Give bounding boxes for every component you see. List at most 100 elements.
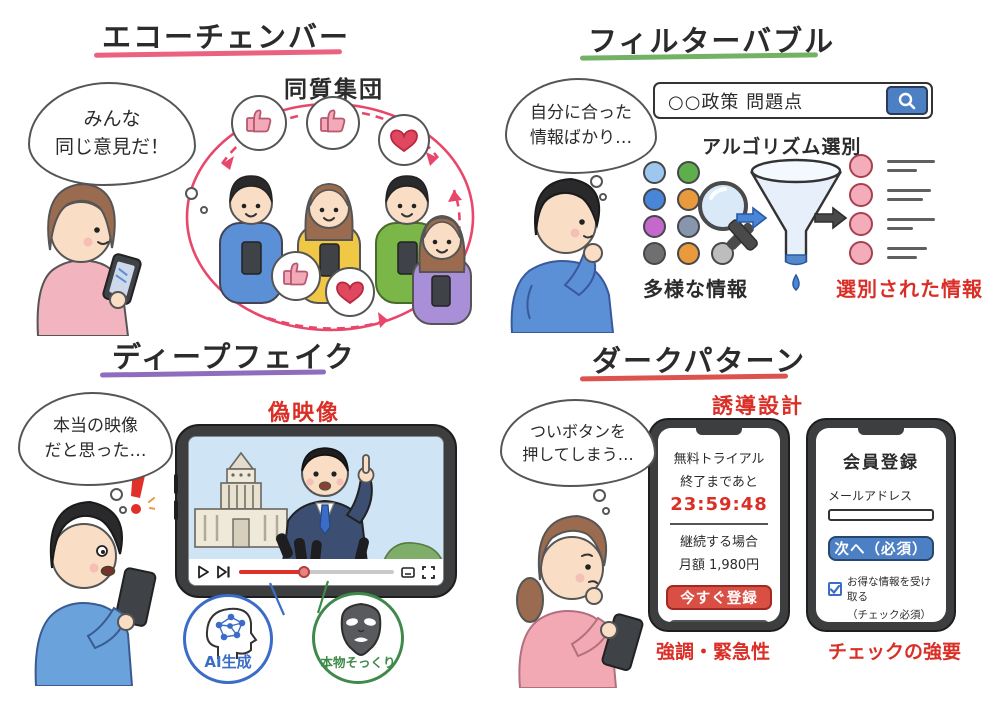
- text-line: [887, 255, 917, 259]
- video-controls: [189, 559, 443, 585]
- bush: [383, 542, 443, 563]
- result-row: [849, 180, 935, 209]
- urgency-caption: 強調・緊急性: [656, 641, 771, 663]
- thought-line: 自分に合った: [530, 103, 632, 124]
- checkbox-label: お得な情報を受け取る: [847, 576, 931, 603]
- signup-heading: 会員登録: [843, 453, 919, 473]
- trial-screen: 無料トライアル 終了まであと 23:59:48 継続する場合 月額 1,980円…: [658, 428, 780, 622]
- trial-phone: 無料トライアル 終了まであと 23:59:48 継続する場合 月額 1,980円…: [648, 418, 790, 632]
- text-line: [887, 159, 935, 163]
- droplet-icon: [792, 273, 800, 291]
- thumbs-up-icon: [246, 109, 272, 133]
- search-bar[interactable]: ○○政策 問題点: [653, 82, 933, 119]
- thought-line: だと思った…: [44, 441, 147, 461]
- preticked-checkbox[interactable]: [828, 582, 842, 596]
- echo-chamber-diagram: [185, 95, 475, 332]
- arrow-right-blue-icon: [736, 206, 768, 230]
- email-field[interactable]: [828, 509, 934, 521]
- play-icon[interactable]: [197, 565, 210, 579]
- next-track-icon[interactable]: [217, 565, 232, 579]
- check-icon: [830, 584, 840, 594]
- video-progress-bar[interactable]: [239, 566, 394, 578]
- video-phone: [174, 424, 457, 598]
- info-dot: [677, 161, 700, 184]
- selected-info-dot: [849, 211, 873, 236]
- dark-pattern-title: ダークパターン: [592, 344, 807, 378]
- info-dot: [677, 215, 700, 238]
- info-dot: [711, 242, 734, 265]
- echo-thought-bubble: みんな 同じ意見だ！: [28, 82, 208, 214]
- group-member-blue: [219, 175, 283, 304]
- phone-notch: [858, 426, 904, 435]
- fake-video-label: 偽映像: [268, 401, 341, 426]
- settings-icon[interactable]: [401, 566, 415, 578]
- selected-info-label: 選別された情報: [836, 277, 983, 301]
- selected-info-dot: [849, 153, 873, 178]
- video-frame: [189, 437, 443, 563]
- video-screen: [188, 436, 444, 586]
- manipulative-design-label: 誘導設計: [712, 394, 804, 418]
- progress-scrubber[interactable]: [298, 566, 311, 578]
- result-row: [849, 238, 935, 267]
- person-man-thinking: [510, 177, 615, 333]
- no-thanks-button[interactable]: 結構です: [669, 620, 769, 622]
- next-required-button[interactable]: 次へ（必須）: [828, 536, 934, 561]
- register-now-button[interactable]: 今すぐ登録: [666, 585, 772, 610]
- mask-icon: [340, 602, 382, 656]
- person-woman-pondering: [516, 514, 644, 688]
- trial-line1: 無料トライアル: [673, 452, 765, 467]
- reaction-bubbles: [231, 95, 430, 317]
- volume-button: [174, 474, 178, 494]
- arrowheads: [222, 152, 462, 328]
- lookalike-badge: 本物そっくり: [312, 592, 404, 684]
- filtered-results: [849, 151, 935, 267]
- selected-info-dot: [849, 240, 873, 265]
- diverse-info-label: 多様な情報: [643, 277, 748, 301]
- politician: [276, 447, 375, 563]
- thought-line: 同じ意見だ！: [54, 136, 169, 158]
- heart-icon: [390, 129, 418, 153]
- person-woman-phone: [36, 182, 142, 336]
- group-member-purple: [412, 214, 472, 325]
- divider: [670, 523, 768, 525]
- text-line: [887, 226, 913, 230]
- info-dot: [643, 161, 666, 184]
- thought-line: 情報ばかり…: [529, 128, 633, 148]
- info-dot: [643, 215, 666, 238]
- funnel-icon: [749, 158, 843, 291]
- thought-line: みんな: [83, 108, 141, 131]
- ai-generated-label: AI生成: [204, 653, 252, 671]
- callout-lines: [268, 580, 330, 616]
- text-line: [887, 188, 931, 192]
- lookalike-label: 本物そっくり: [320, 655, 396, 670]
- darkpattern-thought-bubble: ついボタンを 押してしまう…: [500, 399, 656, 515]
- result-row: [849, 151, 935, 180]
- email-label: メールアドレス: [828, 489, 913, 503]
- search-button[interactable]: [886, 86, 928, 115]
- heart-icon: [336, 281, 364, 305]
- fullscreen-icon[interactable]: [422, 565, 435, 579]
- ai-brain-icon: [205, 607, 258, 659]
- magnifier-icon: [698, 181, 758, 251]
- info-dot: [643, 188, 666, 211]
- trial-line4: 月額 1,980円: [678, 558, 760, 573]
- thumbs-up-icon: [283, 262, 309, 286]
- filter-thought-bubble: 自分に合った 情報ばかり…: [505, 78, 657, 201]
- arrow-right-black-icon: [814, 206, 848, 230]
- text-line: [887, 246, 927, 250]
- thought-line: 本当の映像: [53, 416, 138, 437]
- countdown-timer: 23:59:48: [670, 494, 768, 515]
- thought-line: 押してしまう…: [522, 445, 634, 464]
- checkbox-note: （チェック必須）: [847, 609, 931, 621]
- trial-line3: 継続する場合: [679, 535, 758, 550]
- forced-check-caption: チェックの強要: [828, 641, 962, 663]
- algorithm-filter-label: アルゴリズム選別: [702, 136, 862, 158]
- info-dot: [677, 242, 700, 265]
- microphones-icon: [276, 533, 369, 563]
- deepfake-title: ディープフェイク: [112, 340, 356, 374]
- thought-line: ついボタンを: [529, 421, 626, 441]
- search-input[interactable]: ○○政策 問題点: [668, 91, 804, 113]
- signup-screen: 会員登録 メールアドレス 次へ（必須） お得な情報を受け取る （チェック必須）: [816, 428, 946, 622]
- signup-phone: 会員登録 メールアドレス 次へ（必須） お得な情報を受け取る （チェック必須）: [806, 418, 956, 632]
- search-icon: [898, 92, 916, 109]
